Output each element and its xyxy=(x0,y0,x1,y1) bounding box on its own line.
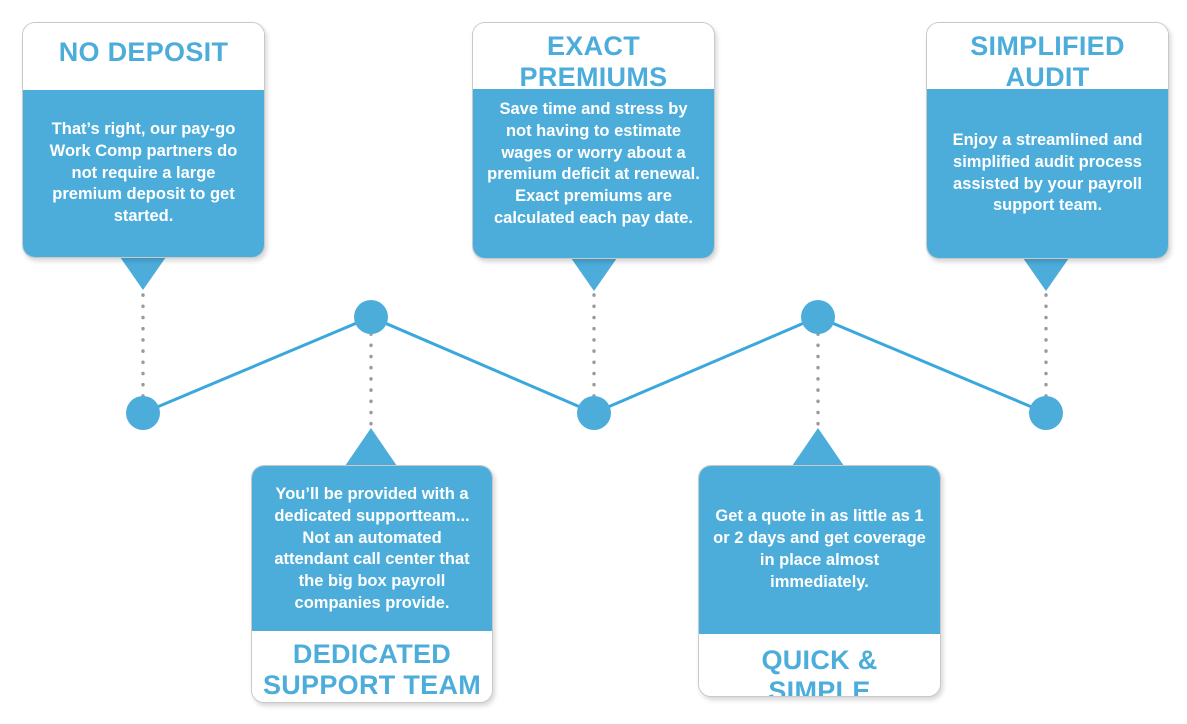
card-title-exact-premiums: EXACT PREMIUMS xyxy=(473,23,714,92)
callout-tail-exact-premiums xyxy=(571,258,617,291)
callout-card-dedicated-support[interactable]: You’ll be provided with a dedicated supp… xyxy=(251,465,493,703)
callout-tail-dedicated-support xyxy=(345,428,397,466)
callout-card-simplified-audit[interactable]: SIMPLIFIED AUDIT Enjoy a streamlined and… xyxy=(926,22,1169,259)
timeline-node-exact-premiums[interactable] xyxy=(577,396,611,430)
timeline-node-dedicated-support[interactable] xyxy=(354,300,388,334)
timeline-node-no-deposit[interactable] xyxy=(126,396,160,430)
callout-card-no-deposit[interactable]: NO DEPOSIT That’s right, our pay-go Work… xyxy=(22,22,265,258)
card-title-dedicated-support: DEDICATED SUPPORT TEAM xyxy=(252,631,492,702)
card-body-simplified-audit: Enjoy a streamlined and simplified audit… xyxy=(927,89,1168,258)
timeline-node-quick-simple[interactable] xyxy=(801,300,835,334)
timeline-node-simplified-audit[interactable] xyxy=(1029,396,1063,430)
card-title-simplified-audit: SIMPLIFIED AUDIT xyxy=(927,23,1168,92)
callout-tail-quick-simple xyxy=(792,428,844,466)
card-title-quick-simple: QUICK & SIMPLE xyxy=(699,634,940,696)
callout-card-quick-simple[interactable]: Get a quote in as little as 1 or 2 days … xyxy=(698,465,941,697)
card-body-quick-simple: Get a quote in as little as 1 or 2 days … xyxy=(699,466,940,634)
callout-card-exact-premiums[interactable]: EXACT PREMIUMS Save time and stress by n… xyxy=(472,22,715,259)
card-body-no-deposit: That’s right, our pay-go Work Comp partn… xyxy=(23,90,264,257)
card-body-dedicated-support: You’ll be provided with a dedicated supp… xyxy=(252,466,492,631)
callout-tail-no-deposit xyxy=(120,257,166,290)
card-body-exact-premiums: Save time and stress by not having to es… xyxy=(473,89,714,258)
callout-tail-simplified-audit xyxy=(1023,258,1069,291)
timeline-polyline xyxy=(141,315,1048,415)
card-title-no-deposit: NO DEPOSIT xyxy=(23,23,264,90)
